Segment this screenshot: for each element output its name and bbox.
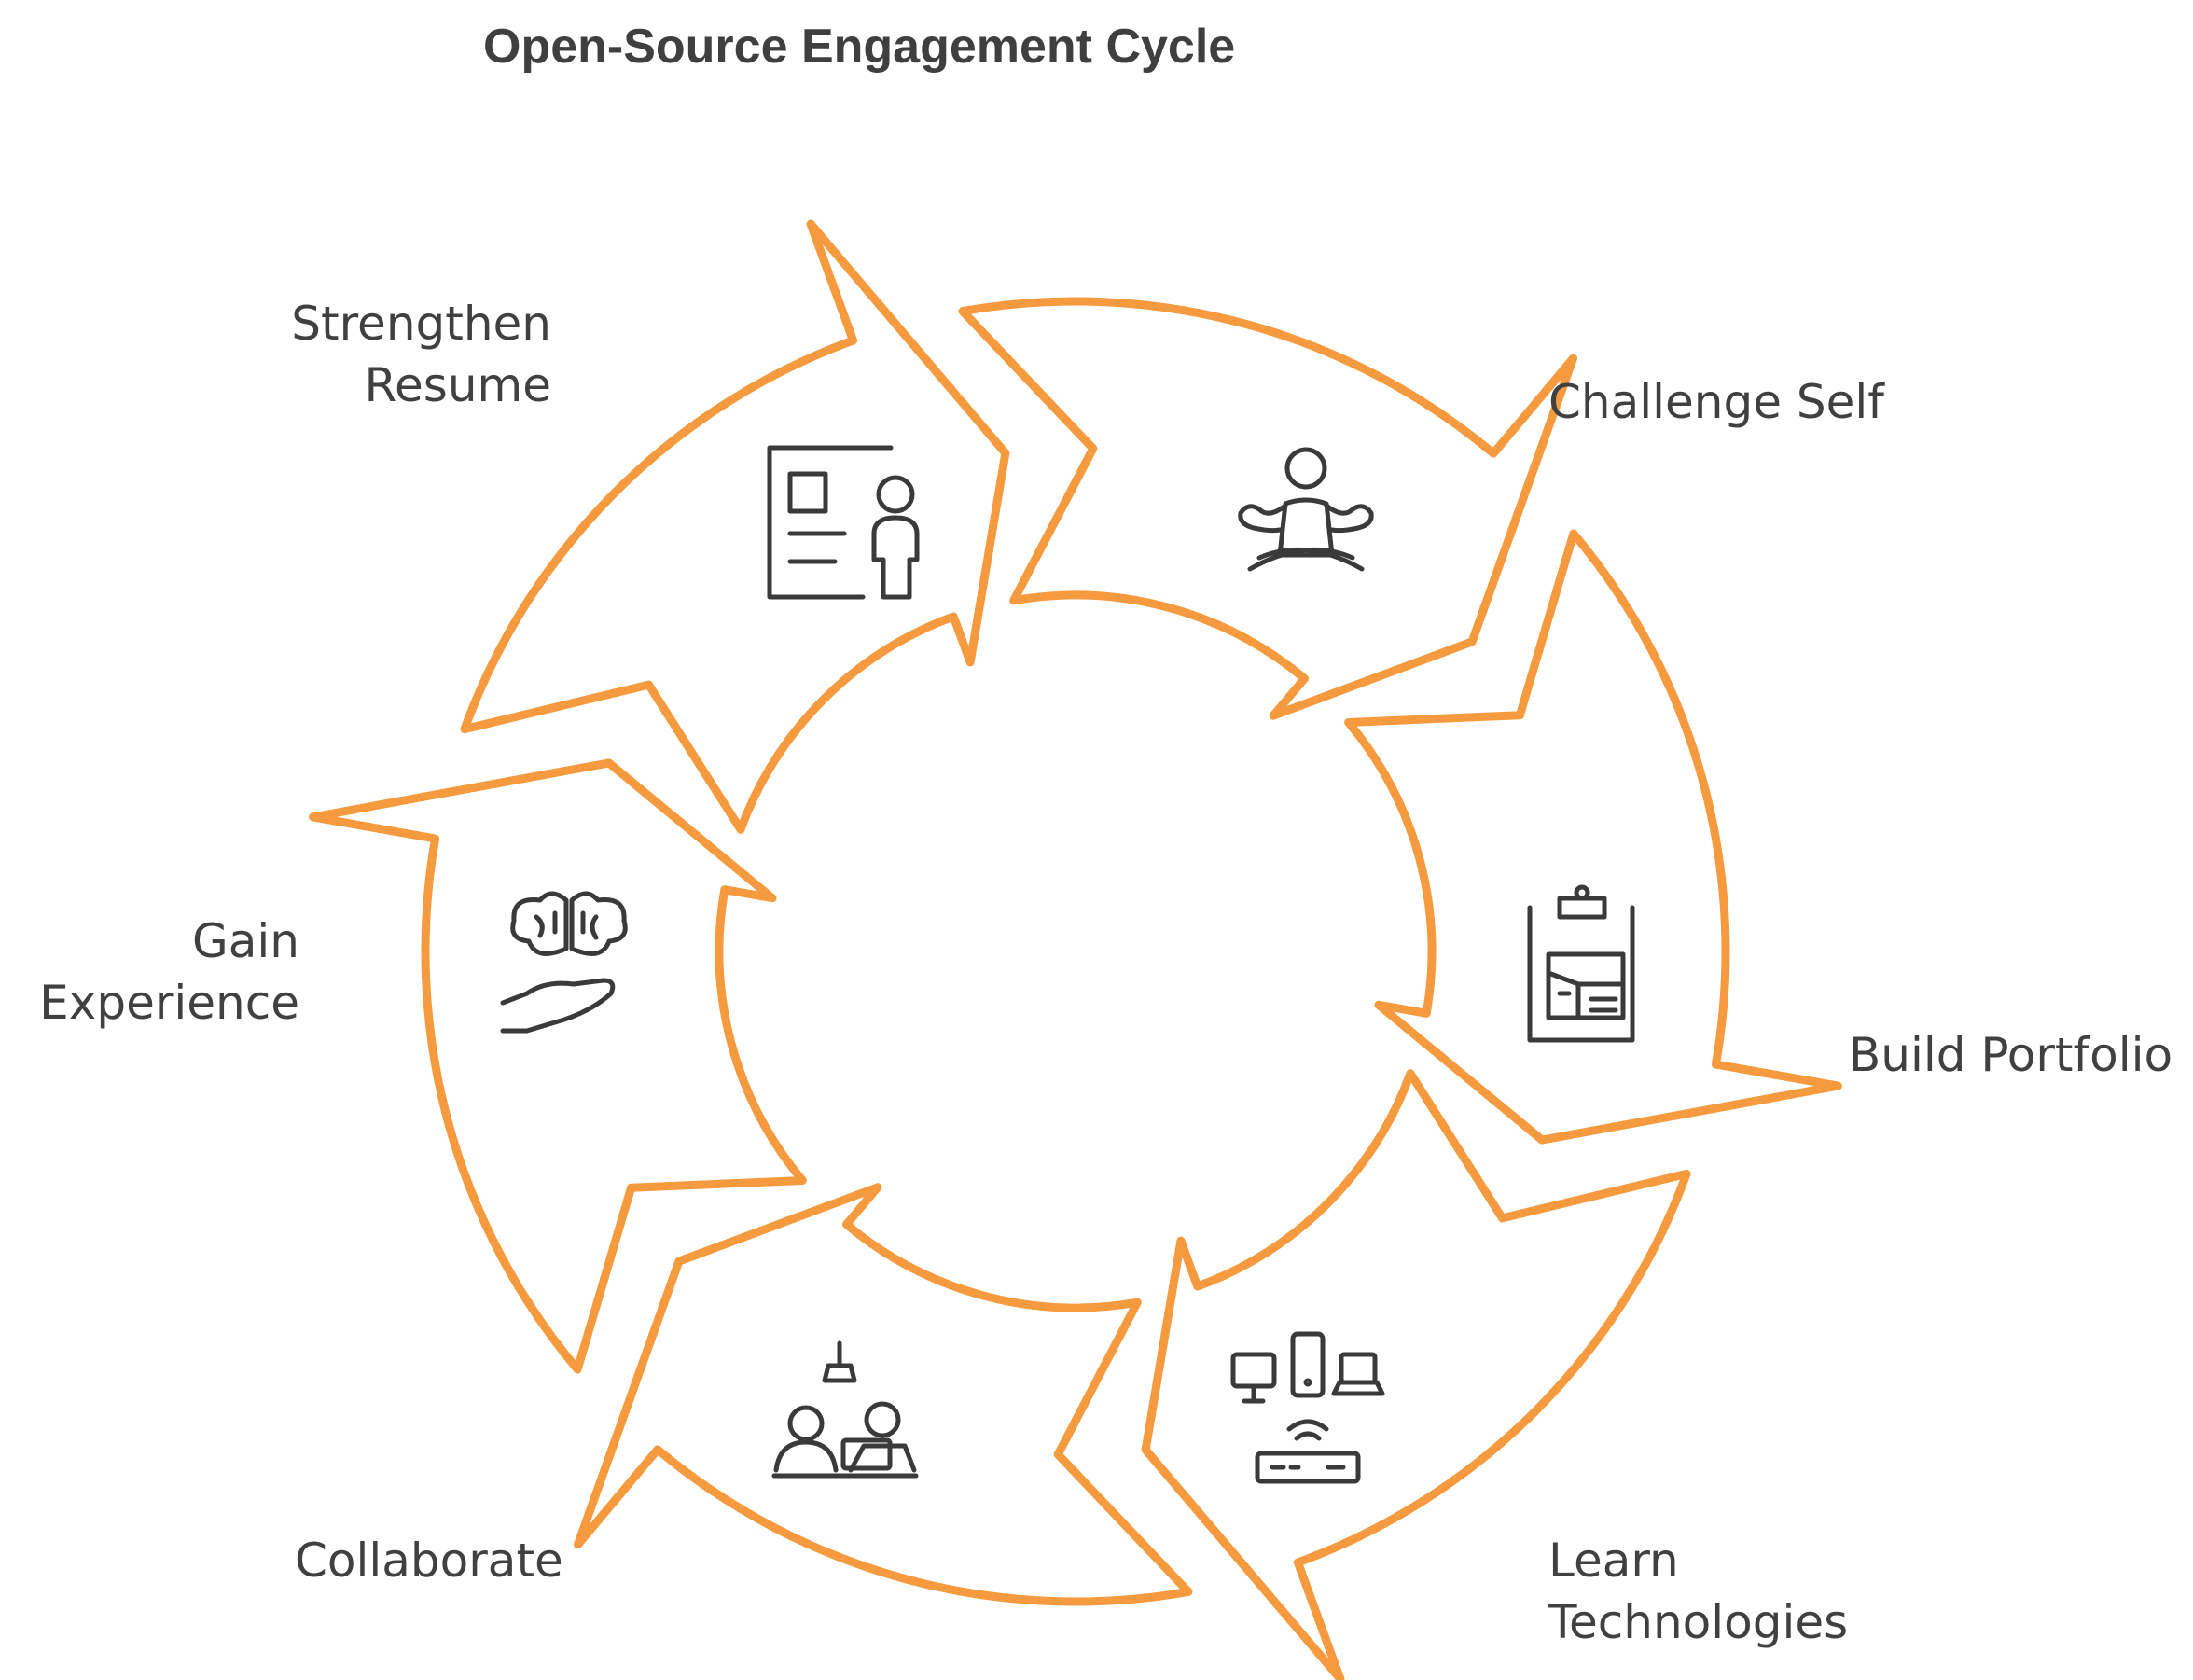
meditation-icon (1238, 447, 1374, 572)
cycle-arrow-segment (1344, 529, 1842, 1145)
cycle-arrow-segment (460, 219, 1010, 834)
cycle-arrow-segment (574, 1183, 1193, 1606)
label-line: Build Portfolio (1849, 1028, 2173, 1082)
connected-devices-icon (1230, 1331, 1385, 1484)
label-line: Collaborate (295, 1534, 563, 1588)
label-line: Gain (192, 914, 299, 968)
clipboard-portfolio-icon (1527, 884, 1635, 1043)
label-collaborate: Collaborate (295, 1530, 563, 1591)
resume-presentation-icon (767, 445, 920, 600)
label-build-portfolio: Build Portfolio (1849, 1024, 2172, 1086)
cycle-arrow-segment (309, 758, 807, 1374)
label-line: Learn (1548, 1534, 1679, 1588)
label-line: Challenge Self (1548, 375, 1884, 429)
cycle-arrow-segment (958, 297, 1577, 720)
label-line: Technologies (1548, 1595, 1849, 1649)
label-gain-experience: Gain Experience (39, 910, 299, 1034)
brain-in-hand-icon (500, 891, 628, 1034)
diagram-title: Open-Source Engagement Cycle (483, 20, 1236, 74)
label-line: Strengthen (291, 297, 551, 351)
label-line: Experience (39, 976, 299, 1030)
team-collaboration-icon (771, 1340, 919, 1479)
cycle-arrow-segment (1141, 1069, 1691, 1680)
label-strengthen-resume: Strengthen Resume (291, 293, 551, 416)
label-line: Resume (364, 358, 551, 412)
label-learn-technologies: Learn Technologies (1548, 1530, 1848, 1653)
label-challenge-self: Challenge Self (1548, 371, 1884, 433)
